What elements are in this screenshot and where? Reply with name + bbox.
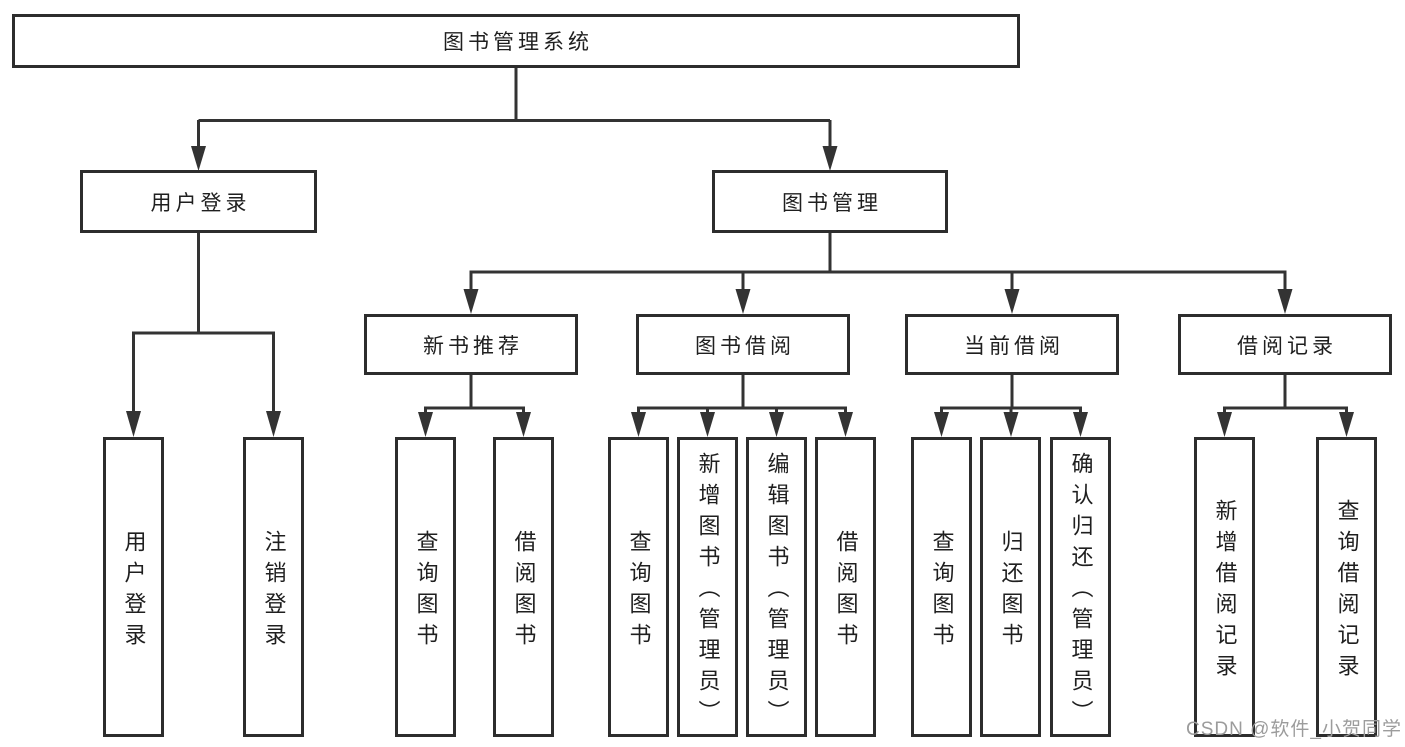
node-book-management: 图书管理 [712,170,948,233]
leaf-add-book-admin: 新增图书（管理员） [677,437,738,737]
node-user-login: 用户登录 [80,170,317,233]
connector-bookborrow-to-leaves [631,375,853,437]
leaf-edit-book-admin: 编辑图书（管理员） [746,437,807,737]
leaf-add-borrow-record: 新增借阅记录 [1194,437,1255,737]
node-current-borrow: 当前借阅 [905,314,1119,375]
leaf-logout: 注销登录 [243,437,304,737]
node-book-borrow: 图书借阅 [636,314,850,375]
node-root: 图书管理系统 [12,14,1020,68]
node-borrow-records: 借阅记录 [1178,314,1392,375]
node-new-book-recommend: 新书推荐 [364,314,578,375]
connector-root-to-level2 [191,68,838,171]
connector-records-to-leaves [1217,375,1354,437]
leaf-borrow-book-1: 借阅图书 [493,437,554,737]
connector-newbooks-to-leaves [418,375,531,437]
leaf-user-login: 用户登录 [103,437,164,737]
leaf-query-borrow-record: 查询借阅记录 [1316,437,1377,737]
leaf-query-book-2: 查询图书 [608,437,669,737]
connector-currentborrow-to-leaves [934,375,1088,437]
leaf-borrow-book-2: 借阅图书 [815,437,876,737]
leaf-query-book-3: 查询图书 [911,437,972,737]
leaf-return-book: 归还图书 [980,437,1041,737]
leaf-query-book-1: 查询图书 [395,437,456,737]
leaf-confirm-return-admin: 确认归还（管理员） [1050,437,1111,737]
watermark: CSDN @软件_小贺同学 [1186,719,1402,740]
connector-userlogin-to-leaves [126,233,281,437]
connector-bookmgmt-to-level3 [463,233,1293,314]
